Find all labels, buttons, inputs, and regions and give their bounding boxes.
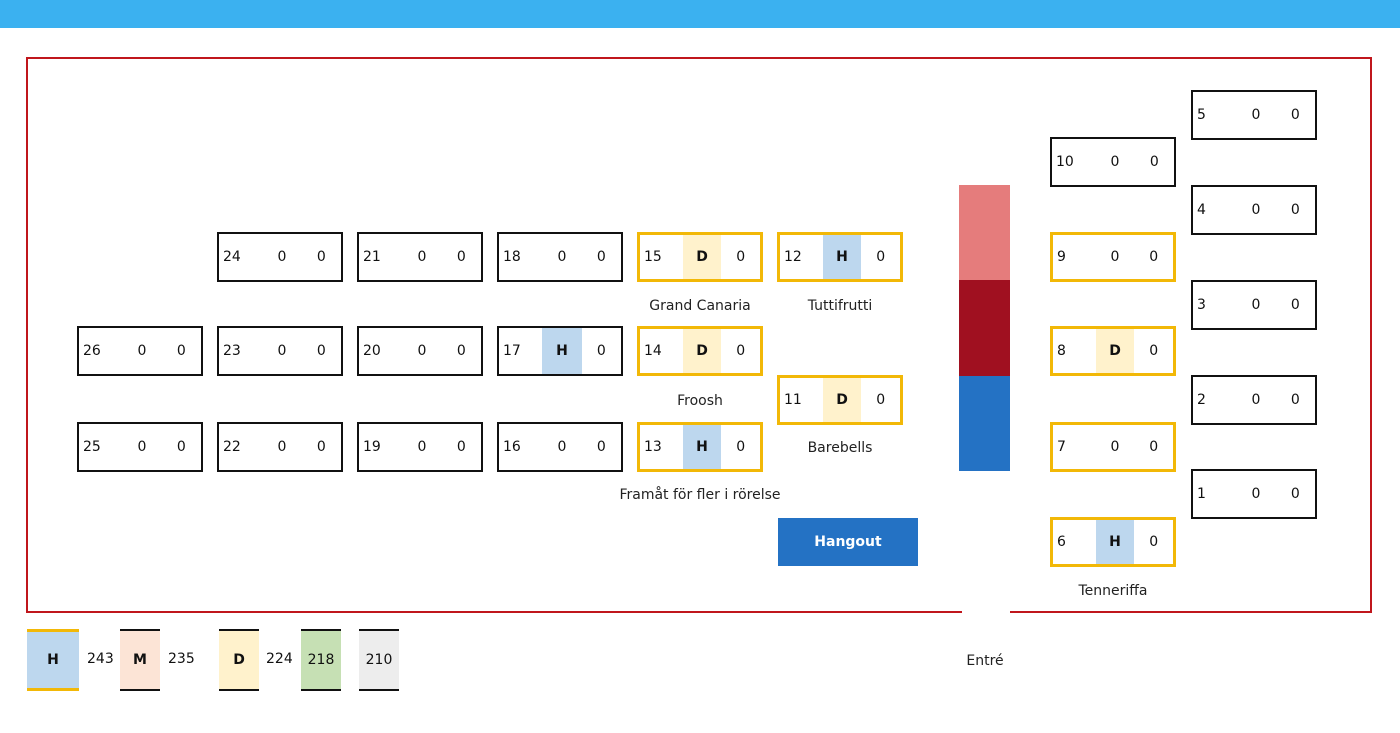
legend-d-swatch: D [219,629,259,691]
label-tuttifrutti: Tuttifrutti [807,298,873,314]
label-entre: Entré [966,653,1004,669]
legend-h-value: 243 [87,651,114,667]
entrance-gap [962,607,1010,619]
legend-m-swatch: M [120,629,160,691]
label-froosh: Froosh [677,393,723,409]
hangout-button[interactable]: Hangout [778,518,918,566]
legend-m-value: 235 [168,651,195,667]
label-tenneriffa: Tenneriffa [1078,583,1148,599]
label-grand-canaria: Grand Canaria [649,298,751,314]
entrance-bar-pink [959,185,1010,280]
entrance-bar-red [959,280,1010,376]
label-barebells: Barebells [807,440,873,456]
legend-d-value: 224 [266,651,293,667]
legend-green-swatch: 218 [301,629,341,691]
legend-grey-swatch: 210 [359,629,399,691]
legend-h-swatch: H [27,629,79,691]
entrance-bar-blue [959,376,1010,471]
floor-plan-border [26,57,1372,613]
label-framat: Framåt för fler i rörelse [619,487,781,503]
top-bar [0,0,1400,28]
